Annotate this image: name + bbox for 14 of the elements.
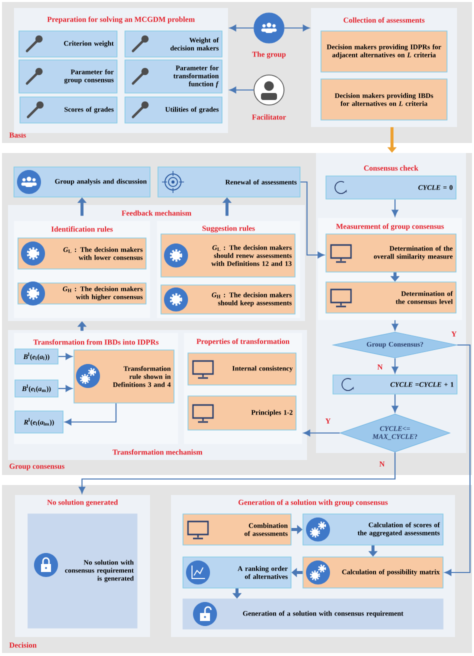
- arrow: [230, 86, 254, 94]
- arrow: [444, 344, 471, 576]
- arrow: [392, 199, 398, 217]
- arrow: [392, 394, 398, 412]
- arrow: [64, 403, 117, 426]
- arrow: [284, 24, 310, 32]
- arrow: [58, 353, 72, 360]
- arrow: [300, 181, 324, 258]
- arrow: [392, 320, 398, 330]
- arrow: [392, 358, 398, 374]
- arrow: [58, 385, 72, 392]
- arrow: [78, 452, 396, 494]
- arrow: [230, 24, 254, 32]
- arrow: [304, 430, 340, 436]
